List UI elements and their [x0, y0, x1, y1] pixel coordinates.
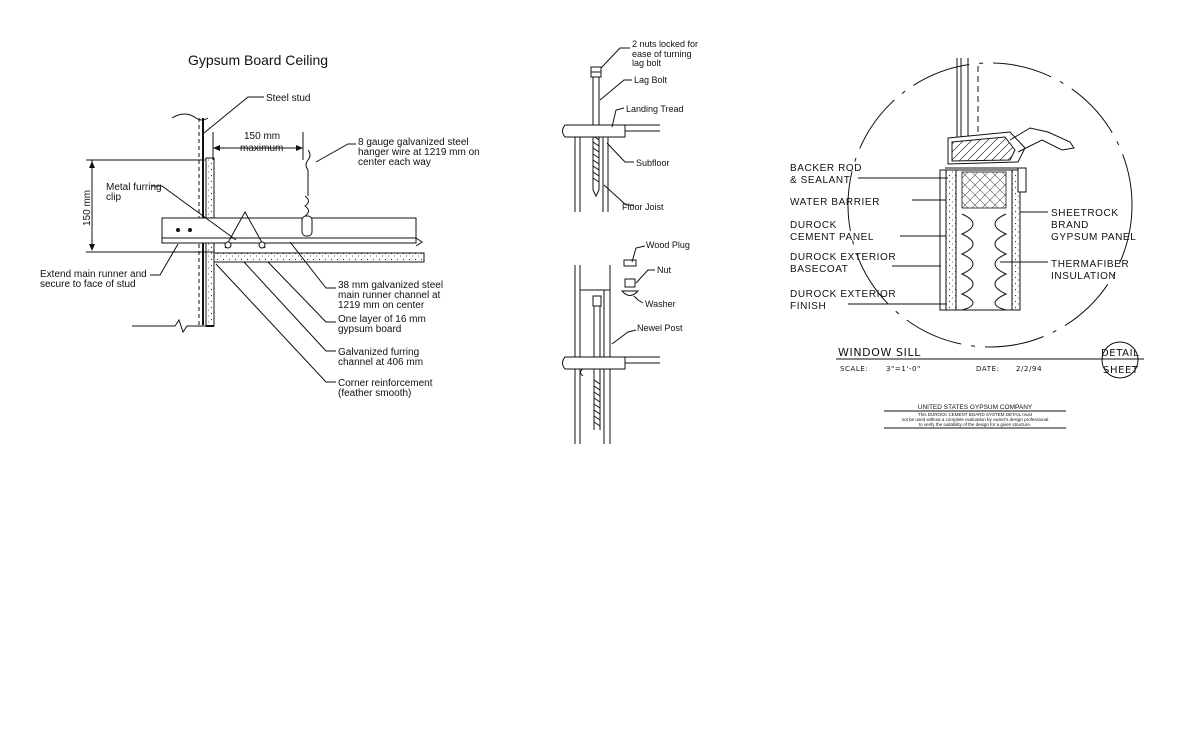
ceiling-title: Gypsum Board Ceiling — [188, 52, 328, 68]
label-hanger-1: 8 gauge galvanized steel — [358, 137, 469, 148]
label-layer-2: gypsum board — [338, 324, 401, 335]
disclaimer-3: to verify the suitability of the design … — [919, 422, 1031, 427]
leader-steel-stud — [203, 96, 264, 134]
label-hanger-2: hanger wire at 1219 mm on — [358, 147, 480, 158]
label-sheetrock-1: SHEETROCK — [1051, 208, 1119, 219]
label-furring-chan-1: Galvanized furring — [338, 347, 419, 358]
disclaimer-2: not be used without a complete evaluatio… — [902, 417, 1049, 422]
label-landing-tread: Landing Tread — [626, 104, 684, 114]
label-nuts-3: lag bolt — [632, 58, 662, 68]
label-extend-1: Extend main runner and — [40, 269, 147, 280]
basecoat-layer — [939, 169, 947, 311]
landing-tread — [562, 124, 626, 138]
label-floor-joist: Floor Joist — [622, 202, 664, 212]
sheet-text: SHEET — [1103, 365, 1139, 376]
label-sheetrock-3: GYPSUM PANEL — [1051, 232, 1136, 243]
date-value: 2/2/94 — [1016, 365, 1042, 373]
label-steel-stud: Steel stud — [266, 93, 310, 104]
nut-part — [624, 278, 636, 288]
disclaimer-1: This DUROCK CEMENT BOARD SYSTEM DETAIL m… — [918, 412, 1033, 417]
main-runner-channel — [161, 217, 417, 244]
detail-sheet-bubble — [1101, 341, 1139, 379]
newel-tread — [562, 356, 626, 370]
label-nuts-2: ease of turning — [632, 49, 692, 59]
ceiling-detail: Gypsum Board Ceiling 150 mm m — [40, 52, 480, 399]
label-wood-plug: Wood Plug — [646, 240, 690, 250]
dim-vertical-label: 150 mm — [82, 190, 93, 226]
gypsum-board — [213, 252, 425, 263]
furring-clip — [224, 210, 266, 249]
label-finish-2: FINISH — [790, 301, 826, 312]
label-furring-chan-2: channel at 406 mm — [338, 357, 423, 368]
label-durock-panel-2: CEMENT PANEL — [790, 232, 874, 243]
label-newel-post: Newel Post — [637, 323, 683, 333]
label-runner-2: main runner channel at — [338, 290, 441, 301]
label-basecoat-2: BASECOAT — [790, 264, 849, 275]
durock-cement-panel — [945, 169, 957, 311]
hanger-wire — [305, 149, 311, 196]
company-name: UNITED STATES GYPSUM COMPANY — [918, 404, 1033, 411]
detail-circle — [847, 62, 1133, 348]
sheetrock-panel — [1011, 169, 1021, 311]
label-thermafiber-2: INSULATION — [1051, 271, 1116, 282]
nut-lower — [592, 295, 602, 307]
stair-detail: 2 nuts locked for ease of turning lag bo… — [562, 39, 698, 444]
label-nut: Nut — [657, 265, 672, 275]
label-furring-clip-2: clip — [106, 192, 121, 203]
label-corner-2: (feather smooth) — [338, 388, 411, 399]
wood-plug — [623, 259, 637, 267]
label-lag-bolt: Lag Bolt — [634, 75, 668, 85]
label-furring-clip-1: Metal furring — [106, 182, 162, 193]
label-corner-1: Corner reinforcement — [338, 378, 433, 389]
dim-150-label: 150 mm — [244, 131, 280, 142]
title-window-sill: WINDOW SILL — [838, 346, 921, 359]
label-backer-rod-2: & SEALANT — [790, 175, 850, 186]
label-thermafiber-1: THERMAFIBER — [1051, 259, 1129, 270]
dim-max-label: maximum — [240, 143, 283, 154]
label-sheetrock-2: BRAND — [1051, 220, 1089, 231]
label-backer-rod-1: BACKER ROD — [790, 163, 862, 174]
lag-bolt — [592, 129, 600, 183]
label-water-barrier: WATER BARRIER — [790, 197, 880, 208]
label-nuts-1: 2 nuts locked for — [632, 39, 698, 49]
label-washer: Washer — [645, 299, 676, 309]
label-runner-1: 38 mm galvanized steel — [338, 280, 443, 291]
label-hanger-3: center each way — [358, 157, 431, 168]
label-layer-1: One layer of 16 mm — [338, 314, 426, 325]
scale-value: 3"=1'-0" — [886, 365, 921, 373]
date-label: DATE: — [976, 365, 1000, 373]
scale-label: SCALE: — [840, 365, 868, 373]
label-durock-panel-1: DUROCK — [790, 220, 837, 231]
label-basecoat-1: DUROCK EXTERIOR — [790, 252, 896, 263]
label-subfloor: Subfloor — [636, 158, 670, 168]
washer-part — [620, 290, 640, 296]
detail-text: DETAIL — [1101, 348, 1139, 359]
sill-detail: BACKER ROD & SEALANT WATER BARRIER DUROC… — [790, 58, 1144, 429]
label-finish-1: DUROCK EXTERIOR — [790, 289, 896, 300]
label-extend-2: secure to face of stud — [40, 279, 136, 290]
label-runner-3: 1219 mm on center — [338, 300, 425, 311]
thermafiber-insulation — [960, 213, 1008, 311]
